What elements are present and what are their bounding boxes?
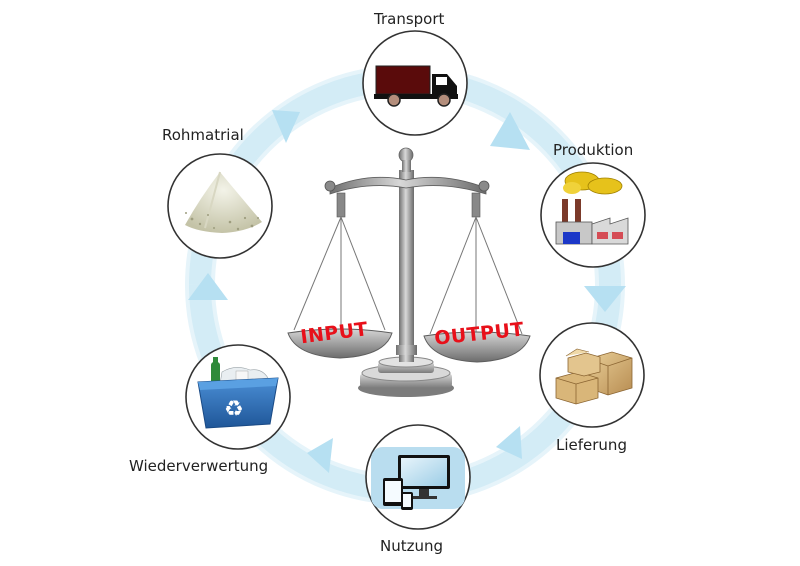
label-rohmatrial: Rohmatrial — [162, 126, 244, 144]
station-rohmatrial — [167, 153, 273, 259]
arrow-head-4 — [307, 438, 333, 473]
arrow-head-5 — [188, 273, 228, 300]
station-lieferung — [539, 322, 645, 428]
station-produktion — [540, 162, 646, 268]
label-nutzung: Nutzung — [380, 537, 444, 555]
arrow-head-6 — [272, 110, 300, 143]
boxes-icon — [555, 348, 633, 405]
station-nutzung — [365, 424, 471, 530]
label-transport: Transport — [374, 10, 445, 28]
arrow-head-1 — [490, 112, 530, 150]
devices-icon — [371, 447, 465, 510]
powder-pile-icon — [185, 171, 262, 233]
recycle-bin-icon: ♻ — [197, 357, 279, 429]
station-wiederverwertung: ♻ — [185, 344, 291, 450]
balance-scale-icon — [287, 147, 531, 397]
station-transport — [362, 30, 468, 136]
arrow-head-2 — [584, 286, 626, 312]
factory-icon — [555, 171, 629, 245]
truck-icon — [374, 65, 458, 107]
label-wiederverwertung: Wiederverwertung — [129, 457, 269, 475]
svg-text:♻: ♻ — [224, 397, 244, 422]
label-lieferung: Lieferung — [556, 436, 627, 454]
cycle-arrow-heads — [188, 110, 626, 473]
arrow-head-3 — [496, 426, 522, 459]
label-produktion: Produktion — [553, 141, 634, 159]
